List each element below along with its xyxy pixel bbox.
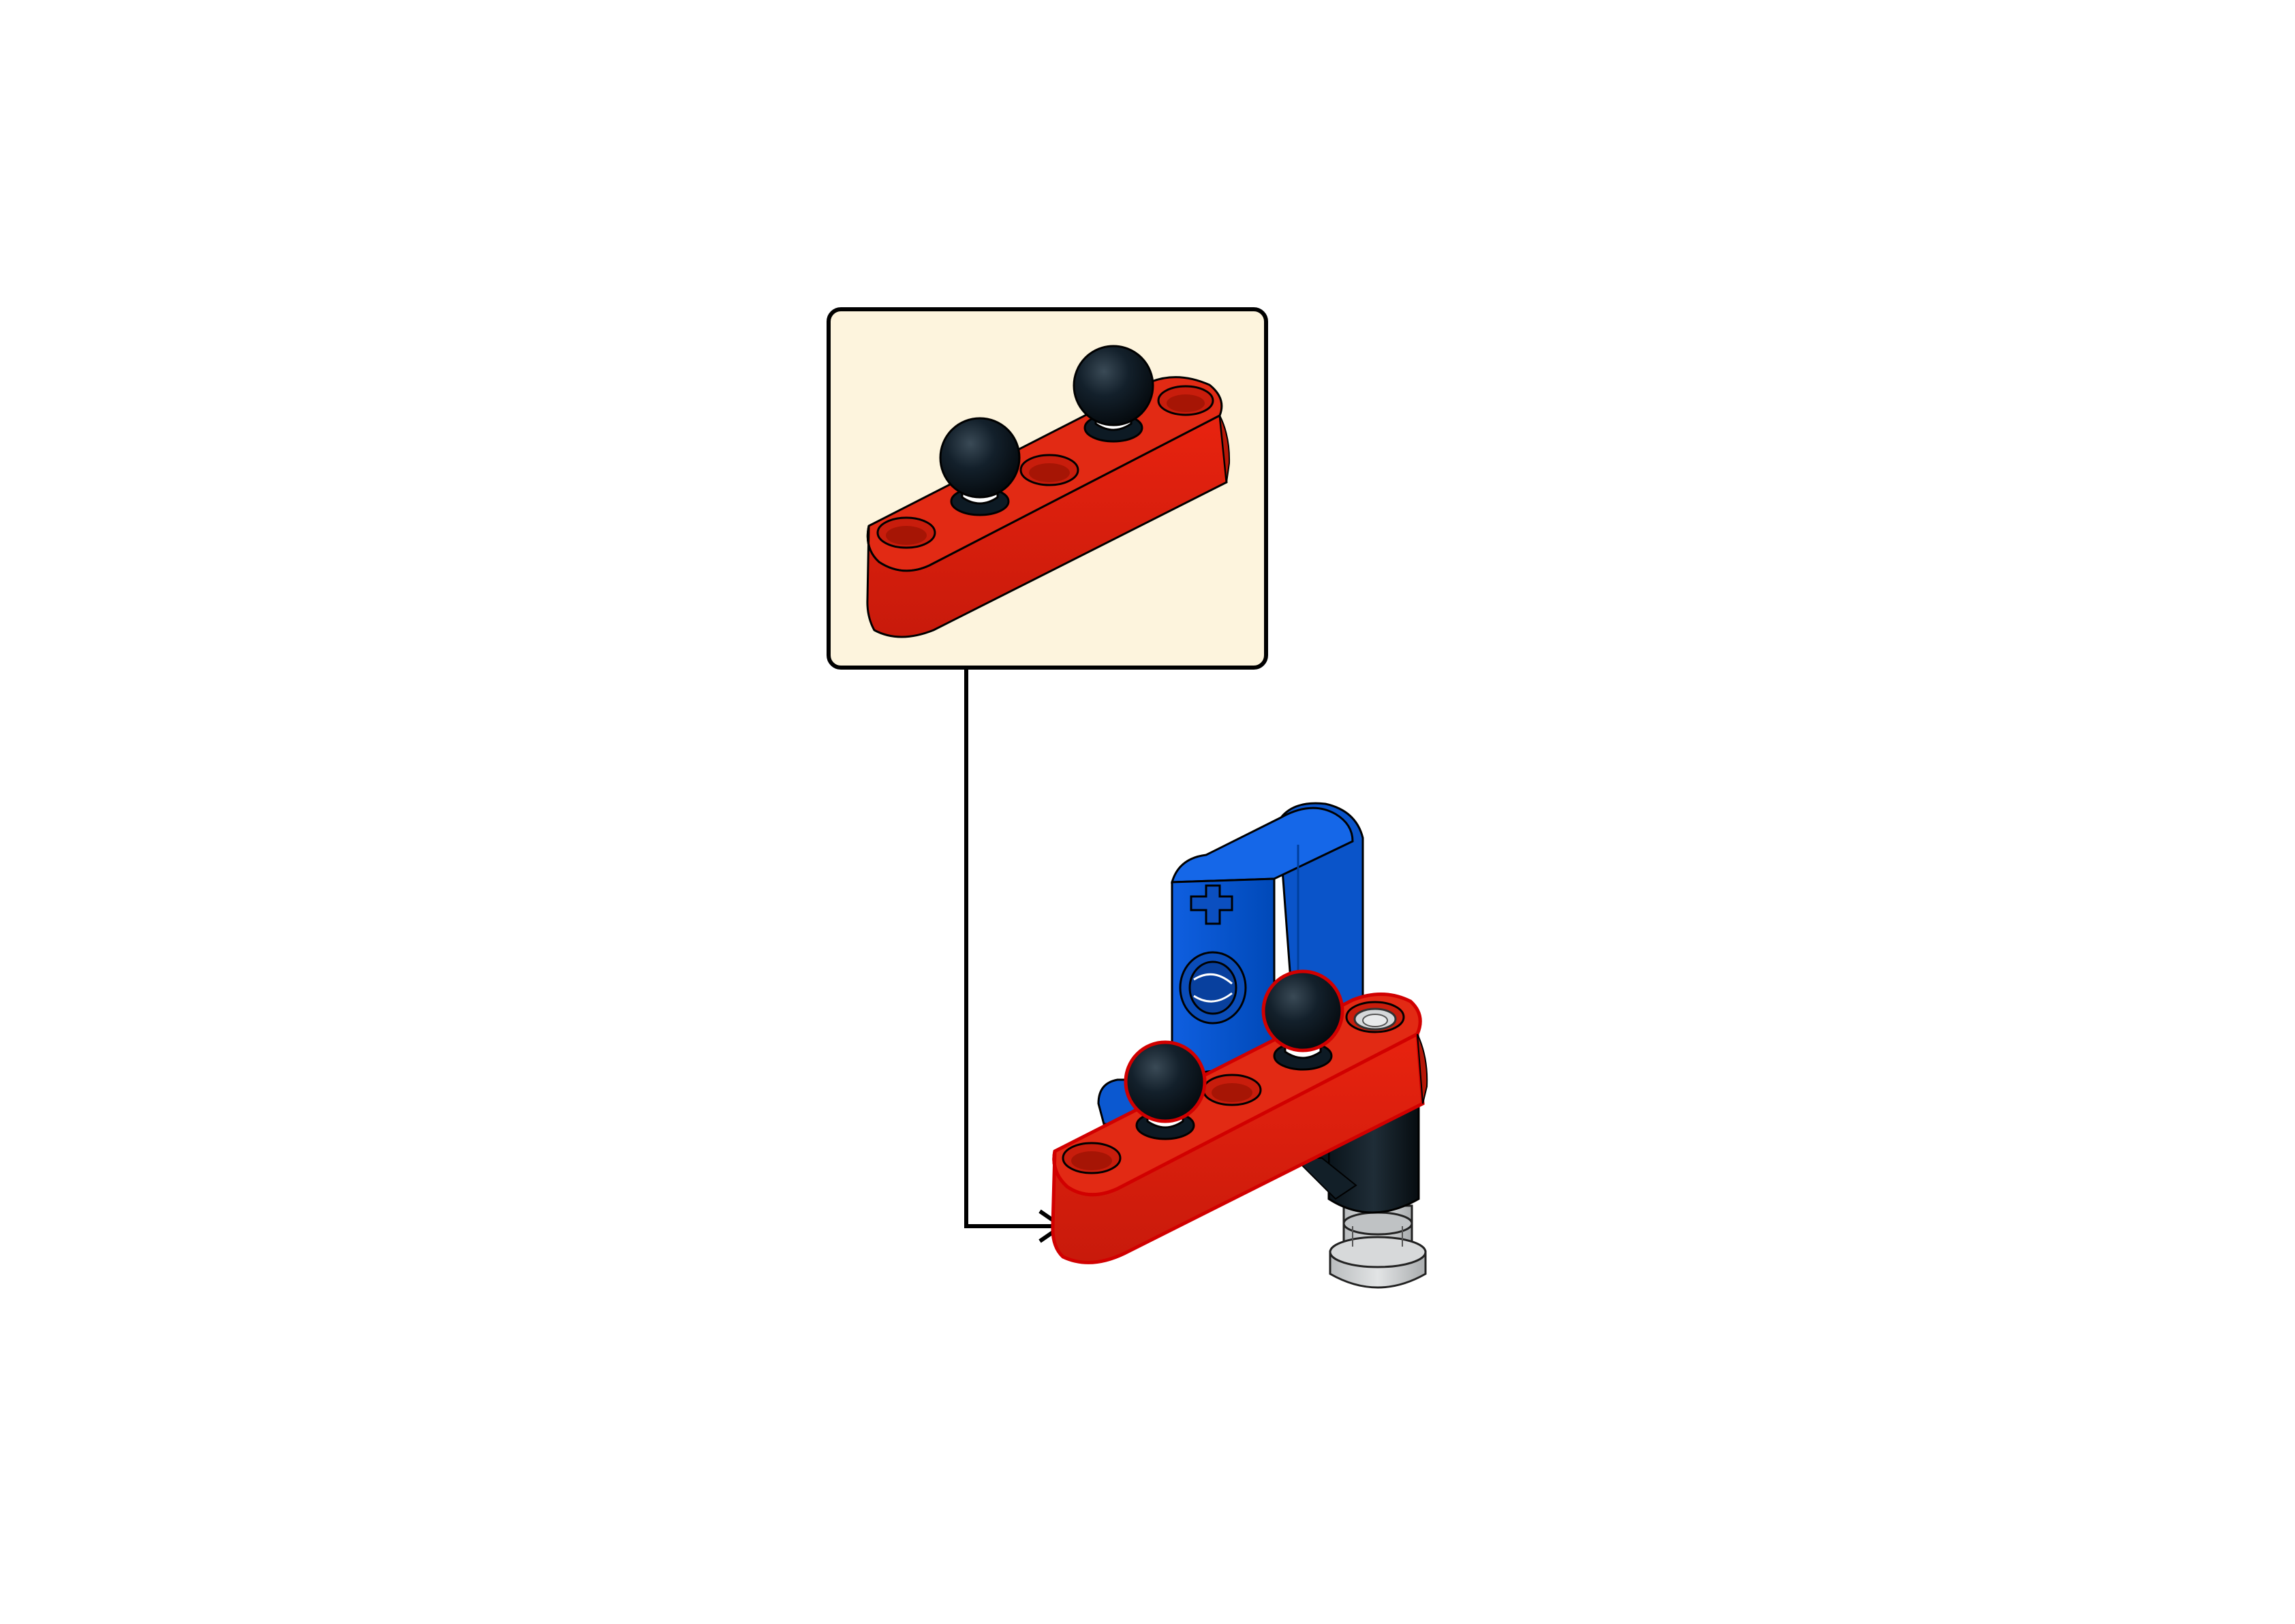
ball-joint-1 bbox=[1124, 1040, 1207, 1140]
placement-arrow bbox=[964, 668, 1066, 1243]
callout-box bbox=[827, 307, 1268, 670]
callout-ball-joint-1 bbox=[939, 417, 1021, 516]
main-assembly bbox=[1051, 802, 1428, 1289]
pin-hole bbox=[1179, 951, 1247, 1025]
gray-pin bbox=[1329, 1204, 1427, 1289]
callout-ball-joint-2 bbox=[1073, 345, 1154, 443]
axle-hole bbox=[1190, 884, 1233, 925]
red-liftarm bbox=[1051, 993, 1428, 1264]
arrow-line bbox=[964, 668, 1060, 1228]
ball-joint-2 bbox=[1261, 969, 1344, 1071]
callout-subassembly bbox=[866, 345, 1231, 638]
liftarm-end-hole bbox=[1345, 1001, 1405, 1033]
